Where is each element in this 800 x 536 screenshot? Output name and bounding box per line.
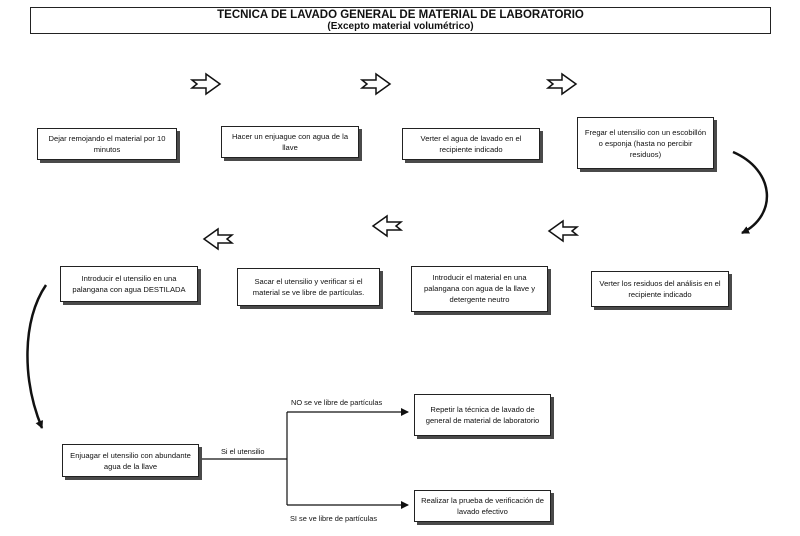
diagram-subtitle: (Excepto material volumétrico) <box>327 21 474 32</box>
step-box: Repetir la técnica de lavado de general … <box>414 394 551 436</box>
right-arrow-icon <box>545 72 578 96</box>
diagram-title: TECNICA DE LAVADO GENERAL DE MATERIAL DE… <box>217 9 584 21</box>
step-box: Sacar el utensilio y verificar si el mat… <box>237 268 380 306</box>
branch-label-no: NO se ve libre de partículas <box>291 398 383 407</box>
step-box: Dejar remojando el material por 10 minut… <box>37 128 177 160</box>
step-text: Verter el agua de lavado en el recipient… <box>420 134 522 154</box>
step-text: Realizar la prueba de verificación de la… <box>421 496 544 516</box>
step-box: Realizar la prueba de verificación de la… <box>414 490 551 522</box>
step-text: Repetir la técnica de lavado de general … <box>425 405 540 425</box>
step-text: Dejar remojando el material por 10 minut… <box>48 134 166 154</box>
curved-arrow-left <box>26 284 48 429</box>
left-arrow-icon <box>371 214 404 238</box>
left-arrow-icon <box>202 227 235 251</box>
curved-arrow-right <box>732 150 768 235</box>
left-arrow-icon <box>547 219 580 243</box>
step-text: Enjuagar el utensilio con abundante agua… <box>70 450 191 471</box>
step-text: Fregar el utensilio con un escobillón o … <box>584 127 707 159</box>
step-text: Verter los residuos del análisis en el r… <box>599 279 721 299</box>
branch-label-root: Si el utensilio <box>221 447 265 456</box>
branch-label-yes: SI se ve libre de partículas <box>290 514 378 523</box>
right-arrow-icon <box>189 72 222 96</box>
step-box: Verter los residuos del análisis en el r… <box>591 271 729 307</box>
step-text: Introducir el material en una palangana … <box>423 273 536 304</box>
step-text: Hacer un enjuague con agua de la llave <box>231 132 349 152</box>
step-box: Verter el agua de lavado en el recipient… <box>402 128 540 160</box>
title-box: TECNICA DE LAVADO GENERAL DE MATERIAL DE… <box>30 7 771 34</box>
step-text: Introducir el utensilio en una palangana… <box>72 274 186 294</box>
step-box: Hacer un enjuague con agua de la llave <box>221 126 359 158</box>
step-box: Introducir el utensilio en una palangana… <box>60 266 198 302</box>
step-box: Introducir el material en una palangana … <box>411 266 548 312</box>
step-box: Fregar el utensilio con un escobillón o … <box>577 117 714 169</box>
right-arrow-icon <box>359 72 392 96</box>
step-text: Sacar el utensilio y verificar si el mat… <box>252 277 365 297</box>
step-box: Enjuagar el utensilio con abundante agua… <box>62 444 199 477</box>
